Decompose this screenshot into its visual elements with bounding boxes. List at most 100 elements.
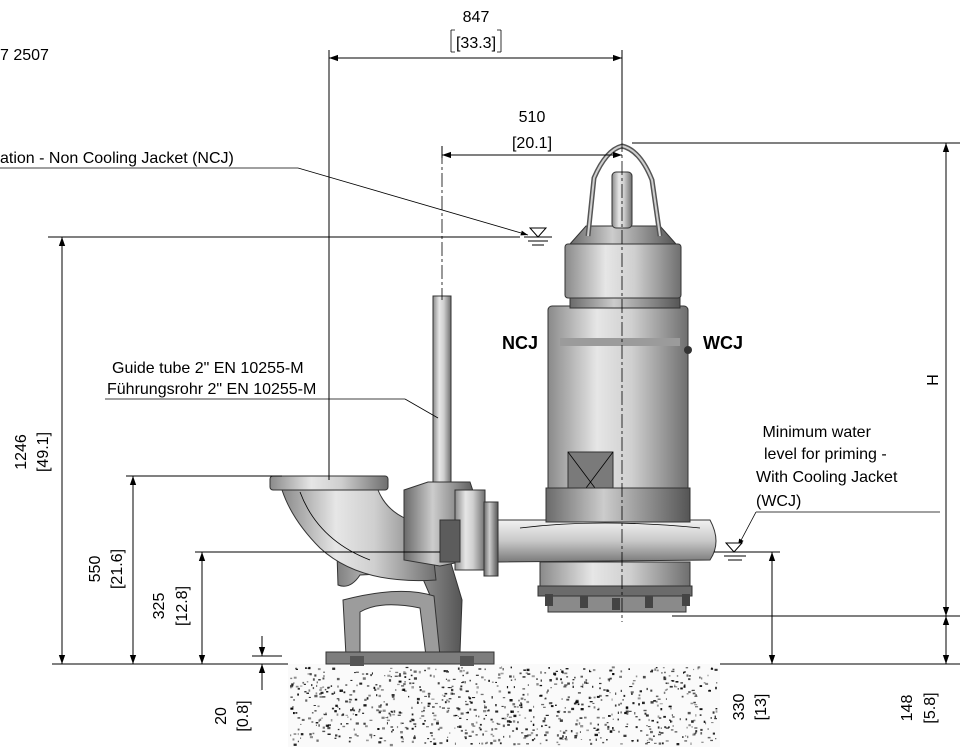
concrete-speck — [670, 720, 673, 723]
concrete-speck — [620, 670, 623, 673]
concrete-speck — [581, 703, 584, 706]
concrete-speck — [644, 712, 647, 715]
concrete-speck — [312, 732, 315, 735]
concrete-speck — [646, 725, 648, 727]
concrete-speck — [337, 728, 340, 731]
concrete-speck — [703, 720, 706, 723]
concrete-speck — [664, 689, 668, 691]
concrete-speck — [556, 711, 560, 713]
concrete-speck — [378, 711, 381, 714]
concrete-speck — [358, 710, 361, 713]
concrete-speck — [567, 696, 570, 699]
concrete-speck — [671, 714, 673, 716]
concrete-speck — [431, 723, 434, 726]
concrete-speck — [323, 671, 325, 673]
concrete-speck — [695, 731, 697, 734]
concrete-speck — [576, 701, 579, 704]
concrete-speck — [532, 729, 535, 731]
concrete-speck — [444, 701, 447, 704]
concrete-speck — [453, 714, 457, 717]
concrete-speck — [381, 716, 385, 719]
concrete-speck — [611, 698, 613, 701]
concrete-speck — [577, 703, 580, 706]
concrete-speck — [358, 708, 361, 711]
concrete-speck — [347, 716, 349, 718]
concrete-speck — [688, 678, 691, 681]
concrete-speck — [492, 735, 495, 737]
concrete-speck — [694, 704, 698, 706]
concrete-speck — [446, 671, 449, 673]
concrete-speck — [609, 677, 612, 680]
concrete-speck — [308, 689, 311, 692]
concrete-speck — [411, 713, 414, 716]
concrete-speck — [422, 722, 425, 725]
concrete-speck — [593, 696, 596, 699]
concrete-speck — [656, 704, 659, 707]
concrete-speck — [695, 706, 699, 708]
concrete-speck — [527, 684, 529, 686]
concrete-speck — [558, 717, 561, 720]
concrete-speck — [371, 706, 374, 709]
concrete-speck — [484, 701, 486, 703]
concrete-speck — [544, 672, 547, 674]
concrete-speck — [408, 678, 411, 680]
concrete-speck — [371, 672, 373, 675]
concrete-speck — [300, 733, 304, 736]
concrete-speck — [319, 695, 323, 698]
concrete-speck — [380, 704, 382, 707]
concrete-speck — [548, 726, 551, 729]
concrete-speck — [584, 681, 587, 684]
concrete-speck — [533, 716, 535, 719]
concrete-speck — [465, 690, 469, 693]
concrete-speck — [526, 700, 530, 704]
concrete-speck — [687, 711, 691, 715]
concrete-speck — [419, 689, 422, 692]
concrete-speck — [350, 709, 353, 712]
concrete-speck — [490, 718, 493, 721]
concrete-speck — [330, 685, 333, 687]
concrete-speck — [555, 677, 558, 681]
callout-labels: 7 2507 ation - Non Cooling Jacket (NCJ) … — [0, 47, 898, 510]
concrete-speck — [421, 710, 424, 713]
min-water-line-3: With Cooling Jacket — [756, 469, 898, 486]
concrete-speck — [318, 719, 320, 722]
concrete-speck — [321, 717, 323, 719]
concrete-speck — [323, 675, 325, 678]
concrete-speck — [352, 707, 354, 709]
concrete-speck — [363, 704, 367, 707]
concrete-speck — [470, 743, 473, 745]
concrete-speck — [346, 723, 349, 725]
concrete-speck — [620, 689, 622, 692]
concrete-speck — [411, 727, 414, 730]
concrete-speck — [491, 721, 495, 723]
concrete-speck — [645, 714, 649, 717]
concrete-speck — [618, 730, 620, 733]
concrete-speck — [297, 687, 300, 690]
concrete-speck — [502, 697, 506, 699]
concrete-speck — [376, 694, 378, 697]
concrete-speck — [520, 697, 524, 700]
concrete-speck — [433, 675, 435, 678]
concrete-speck — [650, 730, 653, 734]
concrete-speck — [693, 701, 696, 704]
concrete-speck — [297, 733, 299, 736]
concrete-speck — [338, 708, 341, 710]
concrete-speck — [548, 667, 550, 669]
concrete-speck — [669, 685, 673, 688]
concrete-speck — [413, 736, 416, 739]
concrete-speck — [607, 725, 610, 729]
concrete-speck — [560, 678, 562, 681]
concrete-speck — [625, 726, 628, 728]
concrete-speck — [582, 686, 584, 688]
concrete-speck — [356, 735, 359, 737]
concrete-speck — [317, 705, 320, 708]
concrete-speck — [666, 688, 668, 690]
concrete-speck — [580, 739, 583, 740]
concrete-speck — [523, 669, 527, 671]
concrete-speck — [502, 724, 505, 728]
concrete-speck — [342, 713, 345, 716]
concrete-speck — [710, 739, 713, 742]
concrete-speck — [650, 670, 653, 673]
concrete-speck — [311, 721, 314, 723]
concrete-speck — [596, 695, 600, 698]
